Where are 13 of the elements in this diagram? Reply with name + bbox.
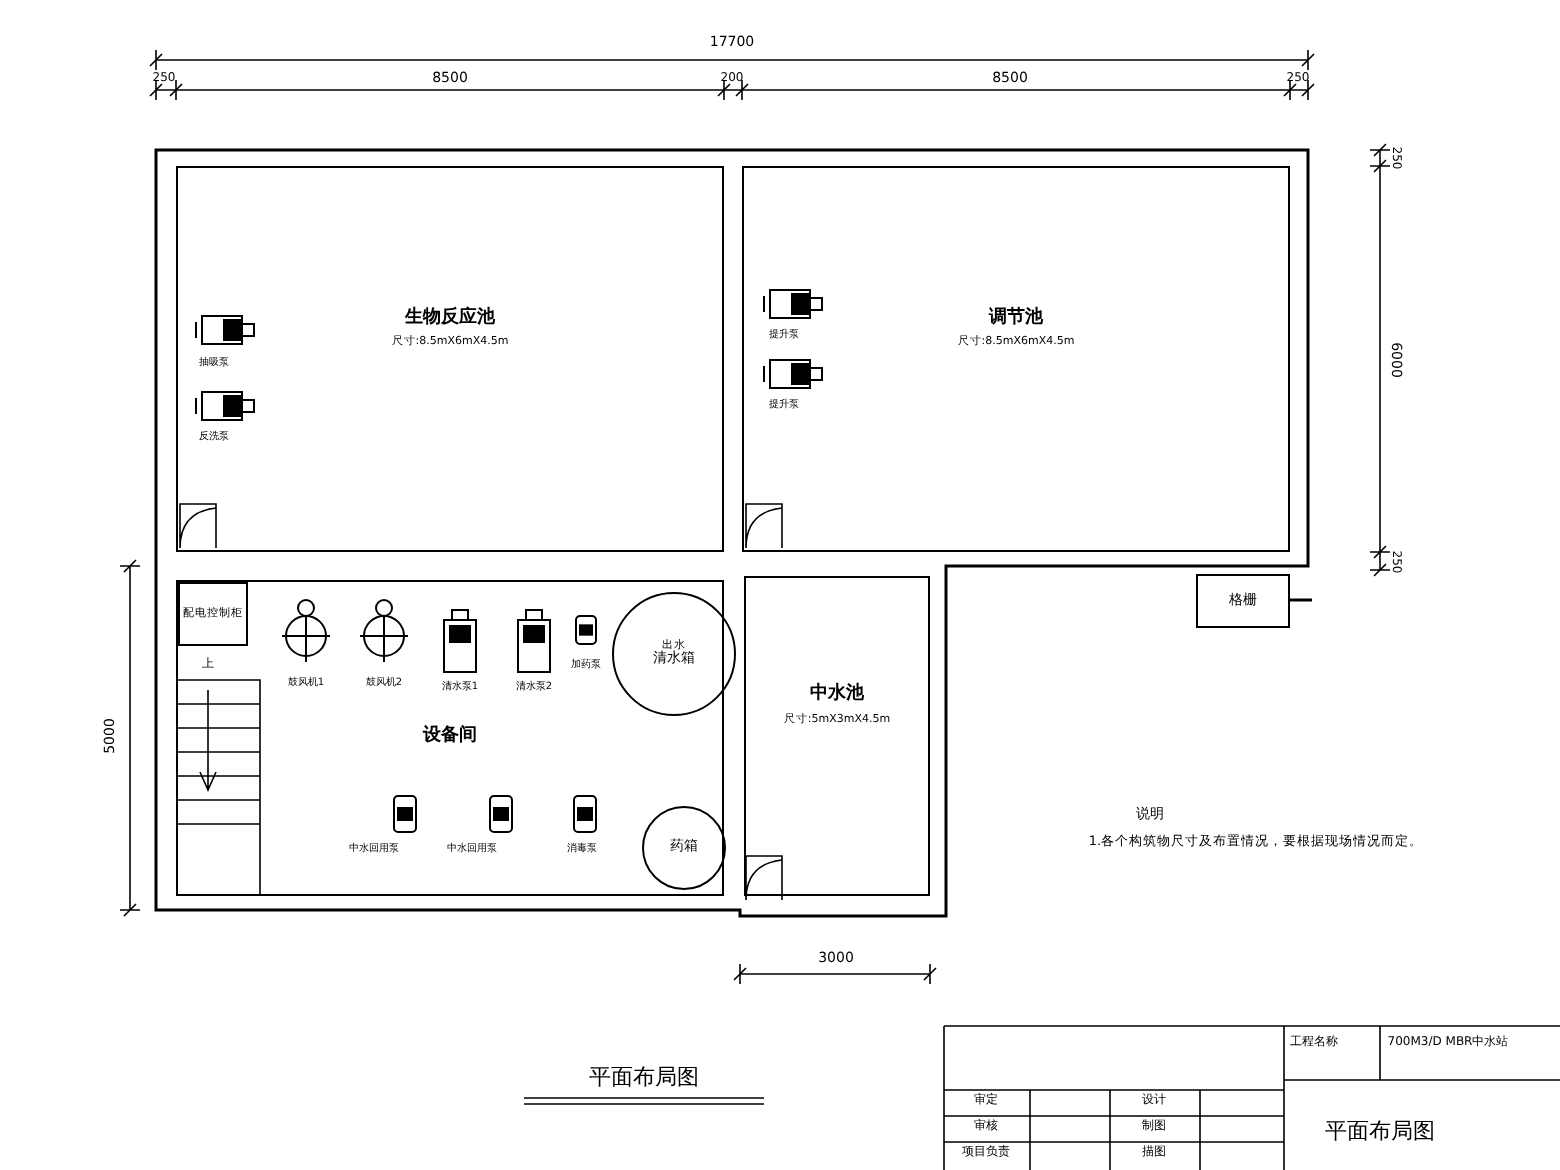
room-name: 调节池 xyxy=(989,309,1043,329)
drawing-title: 平面布局图 xyxy=(1325,1119,1435,1145)
room-name: 生物反应池 xyxy=(405,309,495,329)
room-outline xyxy=(176,166,724,552)
tank-circle xyxy=(612,592,736,716)
drawing-title: 平面布局图 xyxy=(589,1065,699,1091)
room-outline xyxy=(742,166,1290,552)
room-name: 中水池 xyxy=(810,686,864,706)
equipment-box xyxy=(1196,574,1290,628)
room-outline xyxy=(744,576,930,896)
tank-circle xyxy=(642,806,726,890)
room-name: 设备间 xyxy=(423,728,477,748)
equipment-box xyxy=(178,582,248,646)
